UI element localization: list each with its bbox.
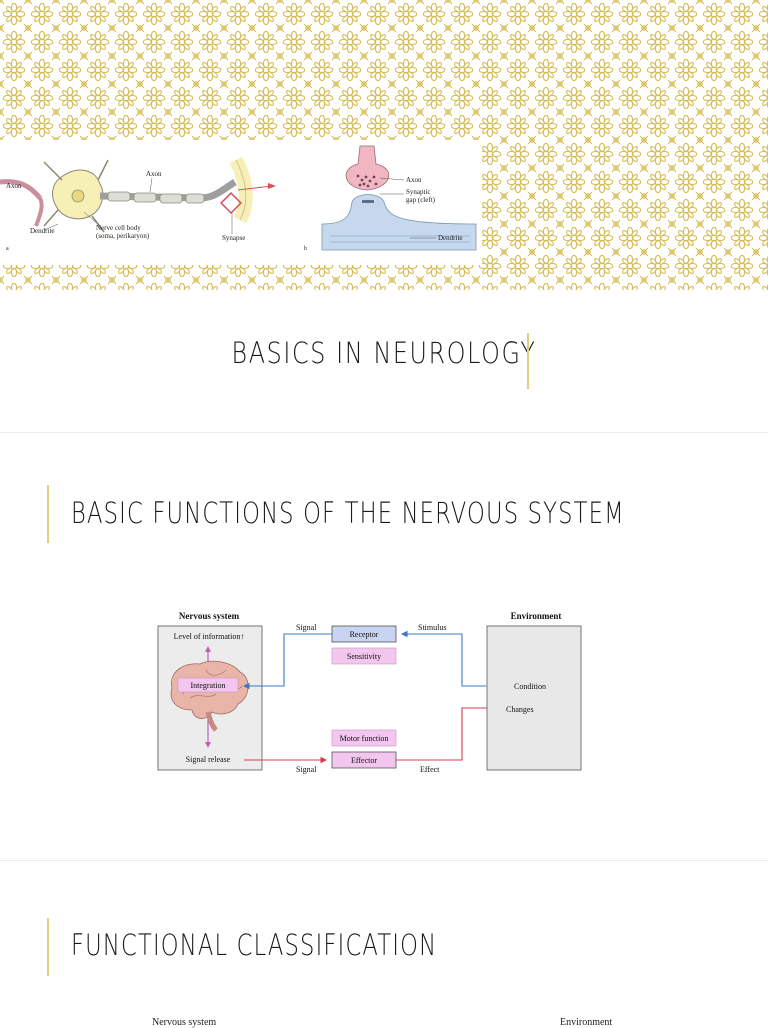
presynaptic-terminal-shape [345, 145, 390, 191]
label-dendrite-b: Dendrite [438, 234, 463, 242]
sensitivity-label: Sensitivity [347, 652, 381, 661]
label-panel-a: a [6, 246, 9, 252]
axon-left-shape [0, 179, 42, 200]
heading-accent-bar [47, 485, 49, 543]
integration-label: Integration [190, 681, 225, 690]
label-axon-b: Axon [406, 176, 422, 184]
environment-label: Environment [511, 611, 562, 621]
condition-label: Condition [514, 682, 546, 691]
slide-title-basic-functions: BASIC FUNCTIONS OF THE NERVOUS SYSTEM [71, 496, 625, 530]
signal-release-label: Signal release [186, 755, 231, 764]
motor-function-box [331, 729, 397, 747]
nervous-system-label: Nervous system [179, 611, 240, 621]
stimulus-label: Stimulus [418, 623, 446, 632]
changes-label: Changes [506, 705, 534, 714]
label-synapse: Synapse [222, 234, 245, 242]
motor-function-label: Motor function [340, 734, 389, 743]
nervous-system-function-diagram: Nervous system Level of information↑ Int… [157, 611, 582, 774]
label-dendrite: Dendrite [30, 227, 55, 235]
label-gap-1: Synaptic [406, 188, 431, 196]
integration-box [177, 677, 239, 693]
slide-title-basics: BASICS IN NEUROLOGY [231, 336, 537, 370]
environment-peek-label: Environment [560, 1017, 613, 1028]
title-slide: Axon Axon Dendrite Nerve cell body (soma… [0, 0, 768, 430]
slide-divider [0, 860, 768, 861]
stimulus-arrow [400, 630, 486, 687]
receptor-label: Receptor [350, 630, 379, 639]
heading-accent-bar [47, 918, 49, 976]
synapse-marker [220, 192, 242, 214]
level-of-information-label: Level of information↑ [174, 632, 245, 641]
sensitivity-box [331, 647, 397, 665]
label-axon-left: Axon [6, 182, 22, 190]
environment-box [486, 625, 582, 771]
signal-top-label: Signal [296, 623, 317, 632]
signal-bottom-label: Signal [296, 765, 317, 774]
label-cell-body-2: (soma, perikaryon) [96, 232, 150, 240]
label-gap-2: gap (cleft) [406, 196, 436, 204]
label-cell-body-1: Nerve cell body [96, 224, 141, 232]
effect-label: Effect [420, 765, 440, 774]
nervous-system-peek-label: Nervous system [152, 1017, 217, 1028]
sensory-signal-arrow [242, 633, 332, 690]
neuron-illustration: Axon Axon Dendrite Nerve cell body (soma… [0, 140, 482, 265]
label-panel-b: b [304, 246, 307, 252]
label-axon-top: Axon [146, 170, 162, 178]
title-accent-bar [527, 333, 529, 389]
effect-arrow [396, 704, 498, 761]
effector-label: Effector [351, 756, 377, 765]
slide-title-functional-classification: FUNCTIONAL CLASSIFICATION [71, 928, 438, 962]
slide-divider [0, 432, 768, 433]
